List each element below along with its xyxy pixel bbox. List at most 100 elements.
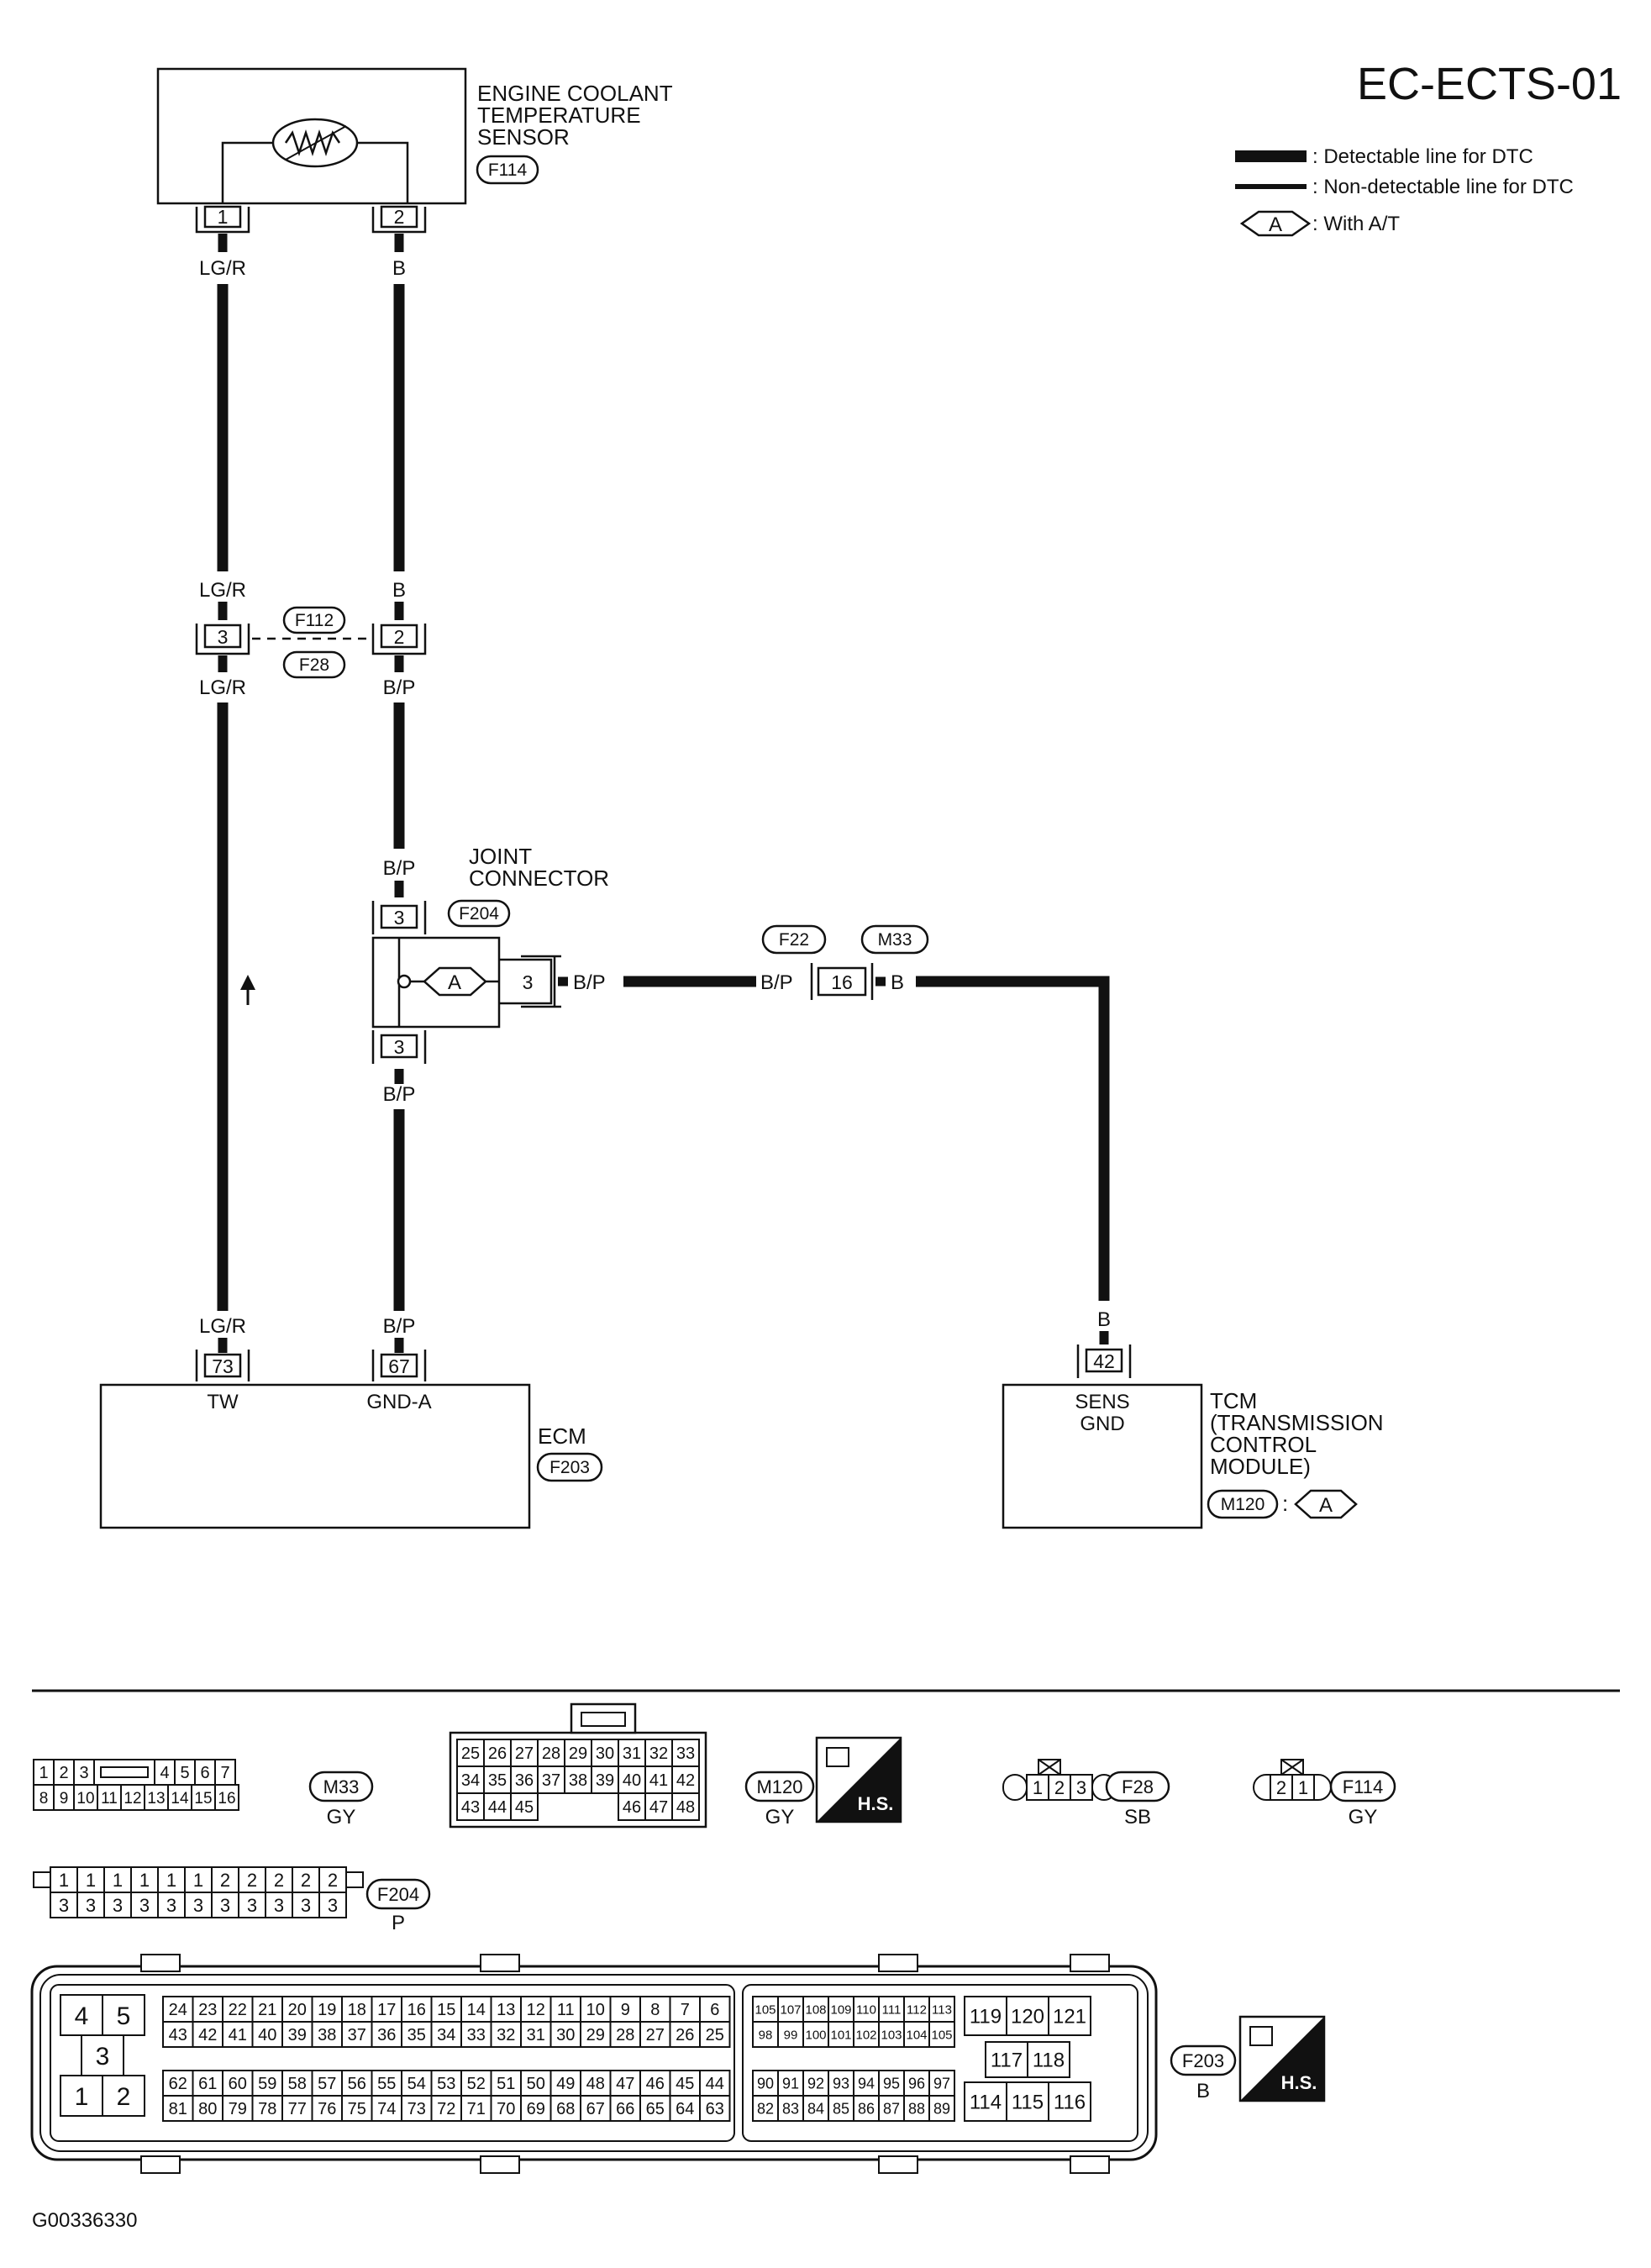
m33-pin-cell	[174, 1759, 196, 1786]
f203-pin: 29	[586, 2026, 605, 2044]
m120-pin: 48	[676, 1798, 695, 1817]
f203-pin-cell	[853, 2095, 880, 2122]
tcm-option-tag-text: A	[1319, 1494, 1333, 1517]
f203-pin-cell	[222, 2021, 254, 2048]
f203-pin: 68	[556, 2100, 575, 2118]
f203-pin: 118	[1033, 2050, 1065, 2072]
wire-color-label: B	[392, 579, 406, 602]
f203-pin: 64	[676, 2100, 694, 2118]
f204-pin: 3	[113, 1895, 123, 1916]
f203-pin: 9	[621, 2001, 630, 2019]
f203-pin: 31	[527, 2026, 545, 2044]
f203-pin: 22	[229, 2001, 247, 2019]
conn-f22-oval	[761, 924, 827, 955]
wire-color-label: LG/R	[199, 579, 246, 602]
f203-pin-cell	[580, 1996, 612, 2023]
joint-connector-id: F204	[459, 904, 499, 924]
ecm-pin-73-shape	[195, 1350, 250, 1381]
f203-pin: 59	[258, 2075, 276, 2093]
m120-pin-cell	[483, 1792, 512, 1821]
f28-pin: 3	[1076, 1777, 1086, 1798]
f203-pin: 96	[908, 2075, 925, 2092]
tcm-box	[1002, 1383, 1203, 1529]
wire-color-label: B/P	[383, 676, 416, 699]
f203-pin: 78	[258, 2100, 276, 2118]
thermistor-zigzag	[284, 129, 341, 156]
f204-pin-cell	[50, 1892, 78, 1918]
f203-pin-cell	[752, 2021, 779, 2048]
m120-pin-cell	[537, 1739, 565, 1767]
f203-top-tab	[878, 1954, 918, 1972]
joint-pin-side: 3	[523, 971, 534, 993]
f203-bottom-tab	[480, 2155, 520, 2174]
f203-big-pin: 2	[117, 2083, 131, 2111]
f203-pin-cell	[430, 2021, 462, 2048]
m120-pin: 38	[569, 1771, 587, 1790]
f203-pin-cell	[669, 2021, 701, 2048]
f203-pin: 7	[681, 2001, 690, 2019]
f204-pin-cell	[265, 1866, 293, 1893]
m120-pin: 33	[676, 1744, 695, 1763]
joint-pin-top-shape	[371, 901, 427, 934]
f203-pin: 107	[780, 2002, 801, 2017]
f203-big-pin-cell	[60, 2075, 103, 2117]
f28-pin: 1	[1033, 1777, 1043, 1798]
m120-pin: 40	[623, 1771, 641, 1790]
legend-option-tag	[1239, 210, 1312, 237]
f204-pin-cell	[103, 1892, 132, 1918]
inline-pin-3: 3	[218, 626, 229, 648]
m33-pin-cell	[97, 1784, 122, 1811]
conn-f112-oval	[282, 606, 346, 634]
m120-pin: 31	[623, 1744, 641, 1763]
f203-pin: 114	[970, 2092, 1002, 2114]
tcm-pin-42: 42	[1093, 1350, 1115, 1372]
m120-pin: 28	[542, 1744, 560, 1763]
f204-pin: 3	[193, 1895, 203, 1916]
m33-pin-cell	[214, 1784, 239, 1811]
ecm-terminal-gnd: GND-A	[366, 1391, 431, 1413]
f203-pin-cell	[752, 2070, 779, 2097]
m33-pin: 3	[79, 1764, 88, 1782]
f203-pin-cell	[669, 2095, 701, 2122]
f203-pin: 58	[288, 2075, 307, 2093]
figure-code: G00336330	[32, 2209, 137, 2232]
conn-f112-id: F112	[295, 611, 334, 630]
m33-latch	[100, 1766, 149, 1778]
f203-pin: 57	[318, 2075, 336, 2093]
f203-pin: 19	[318, 2001, 336, 2019]
coolant-temp-sensor: ENGINE COOLANT TEMPERATURE SENSOR F114 1…	[156, 67, 673, 234]
inline-pin-3-shape	[195, 624, 250, 655]
m33-pin-cell	[53, 1784, 75, 1811]
f203-pin-cell	[1048, 2081, 1091, 2122]
joint-pin-top: 3	[394, 907, 405, 929]
f203-pin-cell	[580, 2021, 612, 2048]
f203-housing-inner	[39, 1974, 1149, 2152]
wire-color-label: B/P	[383, 857, 416, 880]
ecm-pin-73: 73	[212, 1355, 234, 1377]
f203-pin: 116	[1054, 2092, 1086, 2114]
f204-pin: 3	[274, 1895, 284, 1916]
diagram-title: EC-ECTS-01	[1357, 59, 1622, 109]
f203-pin-cell	[752, 2095, 779, 2122]
m120-pin: 39	[596, 1771, 614, 1790]
f204-pin-cell	[318, 1892, 347, 1918]
f203-pin-cell	[928, 2021, 955, 2048]
f203-housing-outer	[30, 1965, 1158, 2161]
f203-pin: 12	[527, 2001, 545, 2019]
m120-pin: 43	[461, 1798, 480, 1817]
f204-pin-cell	[103, 1866, 132, 1893]
m33-pin: 1	[39, 1764, 48, 1782]
f203-pin-cell	[281, 2095, 313, 2122]
m120-pin-cell	[671, 1792, 700, 1821]
f203-big-pin: 3	[96, 2043, 110, 2071]
f203-pin-cell	[192, 2095, 223, 2122]
m120-name-oval	[744, 1771, 815, 1802]
f203-pin-cell	[460, 1996, 492, 2023]
f28-pin-cell	[1070, 1774, 1093, 1801]
